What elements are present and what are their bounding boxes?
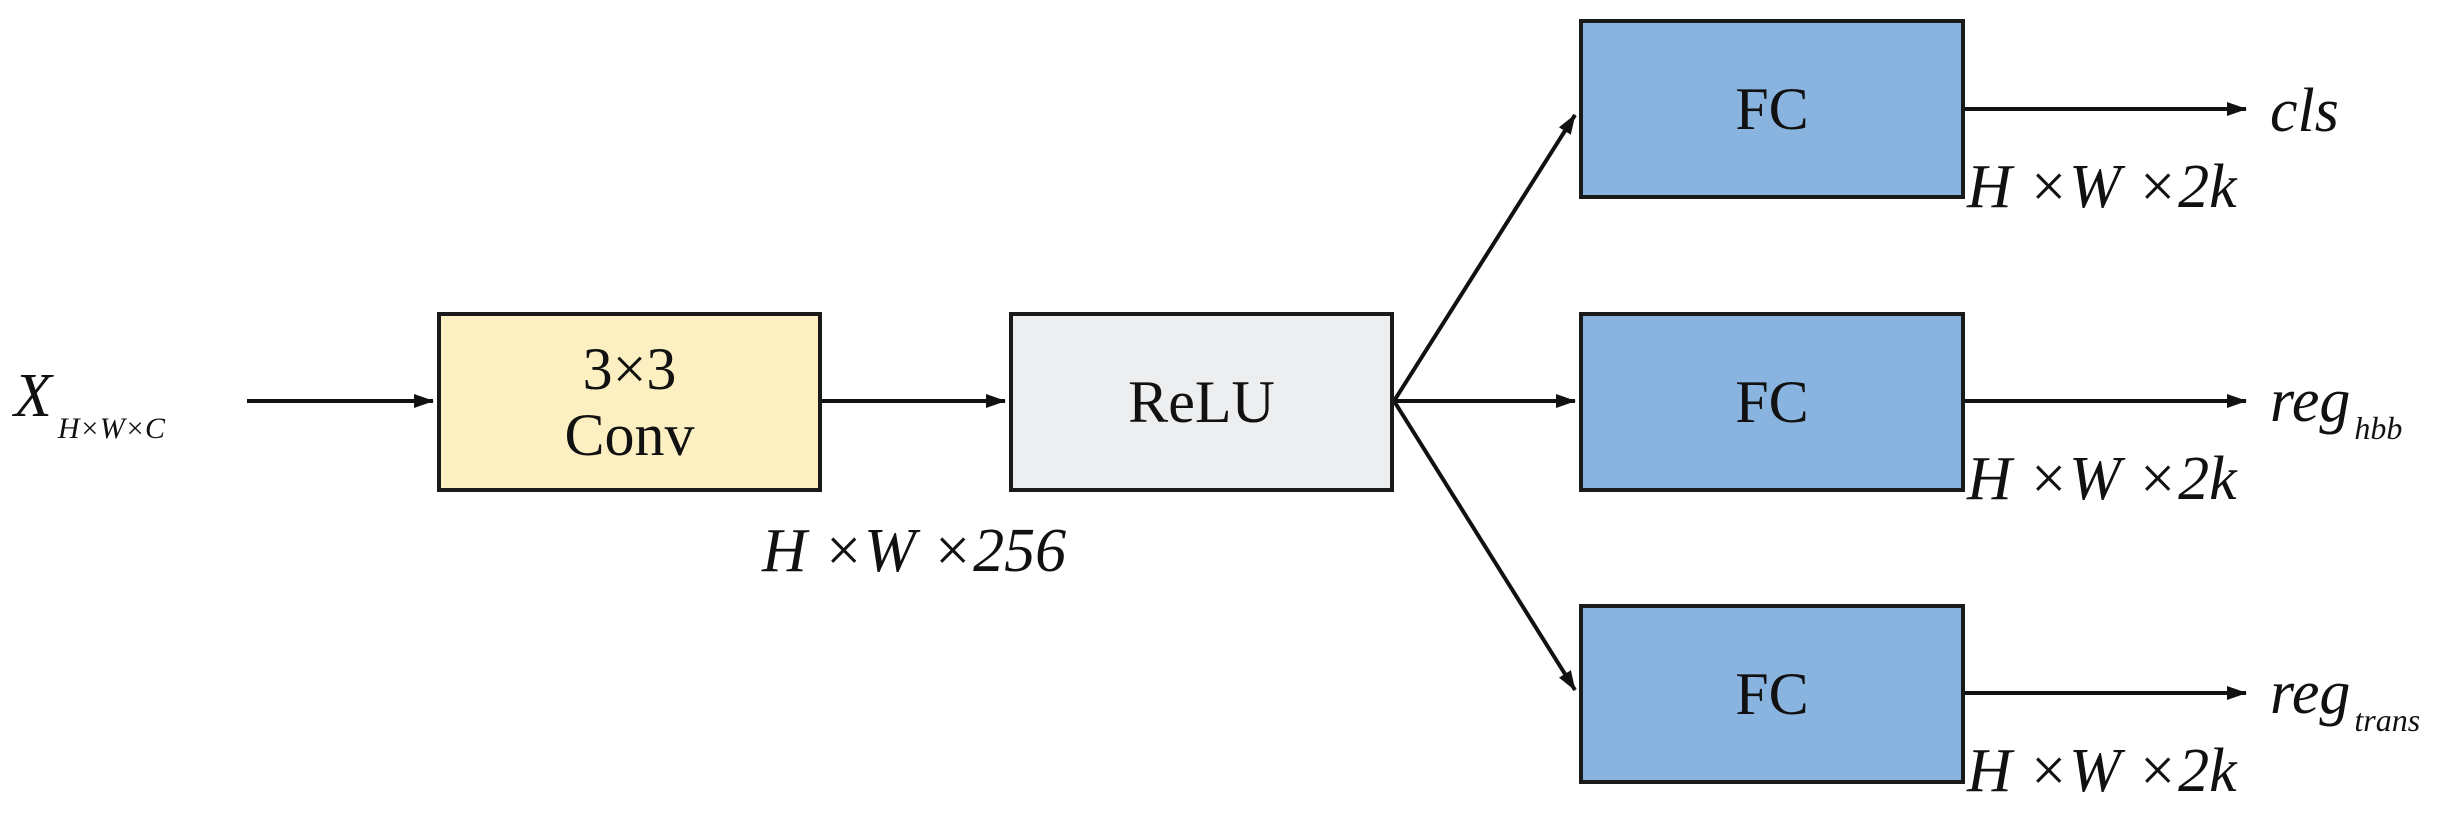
arrow-relu-to-fc1	[1392, 113, 1577, 403]
fc-label: FC	[1735, 661, 1809, 727]
output-reg-subscript: trans	[2354, 702, 2421, 738]
output-cls-text: cls	[2270, 77, 2339, 145]
output-reg-text: reg	[2270, 659, 2351, 727]
relu-block: ReLU	[1009, 312, 1394, 492]
output-reg-subscript: hbb	[2354, 410, 2403, 446]
arrow-relu-to-fc3	[1392, 399, 1577, 692]
fc3-output-dims: H ×W ×2k	[1967, 737, 2237, 805]
fc-block-reg-hbb: FC	[1579, 312, 1965, 492]
conv-output-dims: H ×W ×256	[762, 517, 1067, 585]
output-cls: cls	[2270, 80, 2339, 142]
fc-block-cls: FC	[1579, 19, 1965, 199]
input-subscript: H×W×C	[57, 412, 166, 445]
output-reg-text: reg	[2270, 367, 2351, 435]
conv-label: Conv	[564, 402, 695, 468]
relu-label: ReLU	[1128, 369, 1275, 435]
conv-block: 3×3 Conv	[437, 312, 822, 492]
fc-label: FC	[1735, 76, 1809, 142]
fc2-output-dims: H ×W ×2k	[1967, 445, 2237, 513]
fc1-output-dims: H ×W ×2k	[1967, 153, 2237, 221]
fc-block-reg-trans: FC	[1579, 604, 1965, 784]
input-symbol: X	[14, 362, 52, 430]
fc-label: FC	[1735, 369, 1809, 435]
conv-kernel-label: 3×3	[582, 336, 677, 402]
